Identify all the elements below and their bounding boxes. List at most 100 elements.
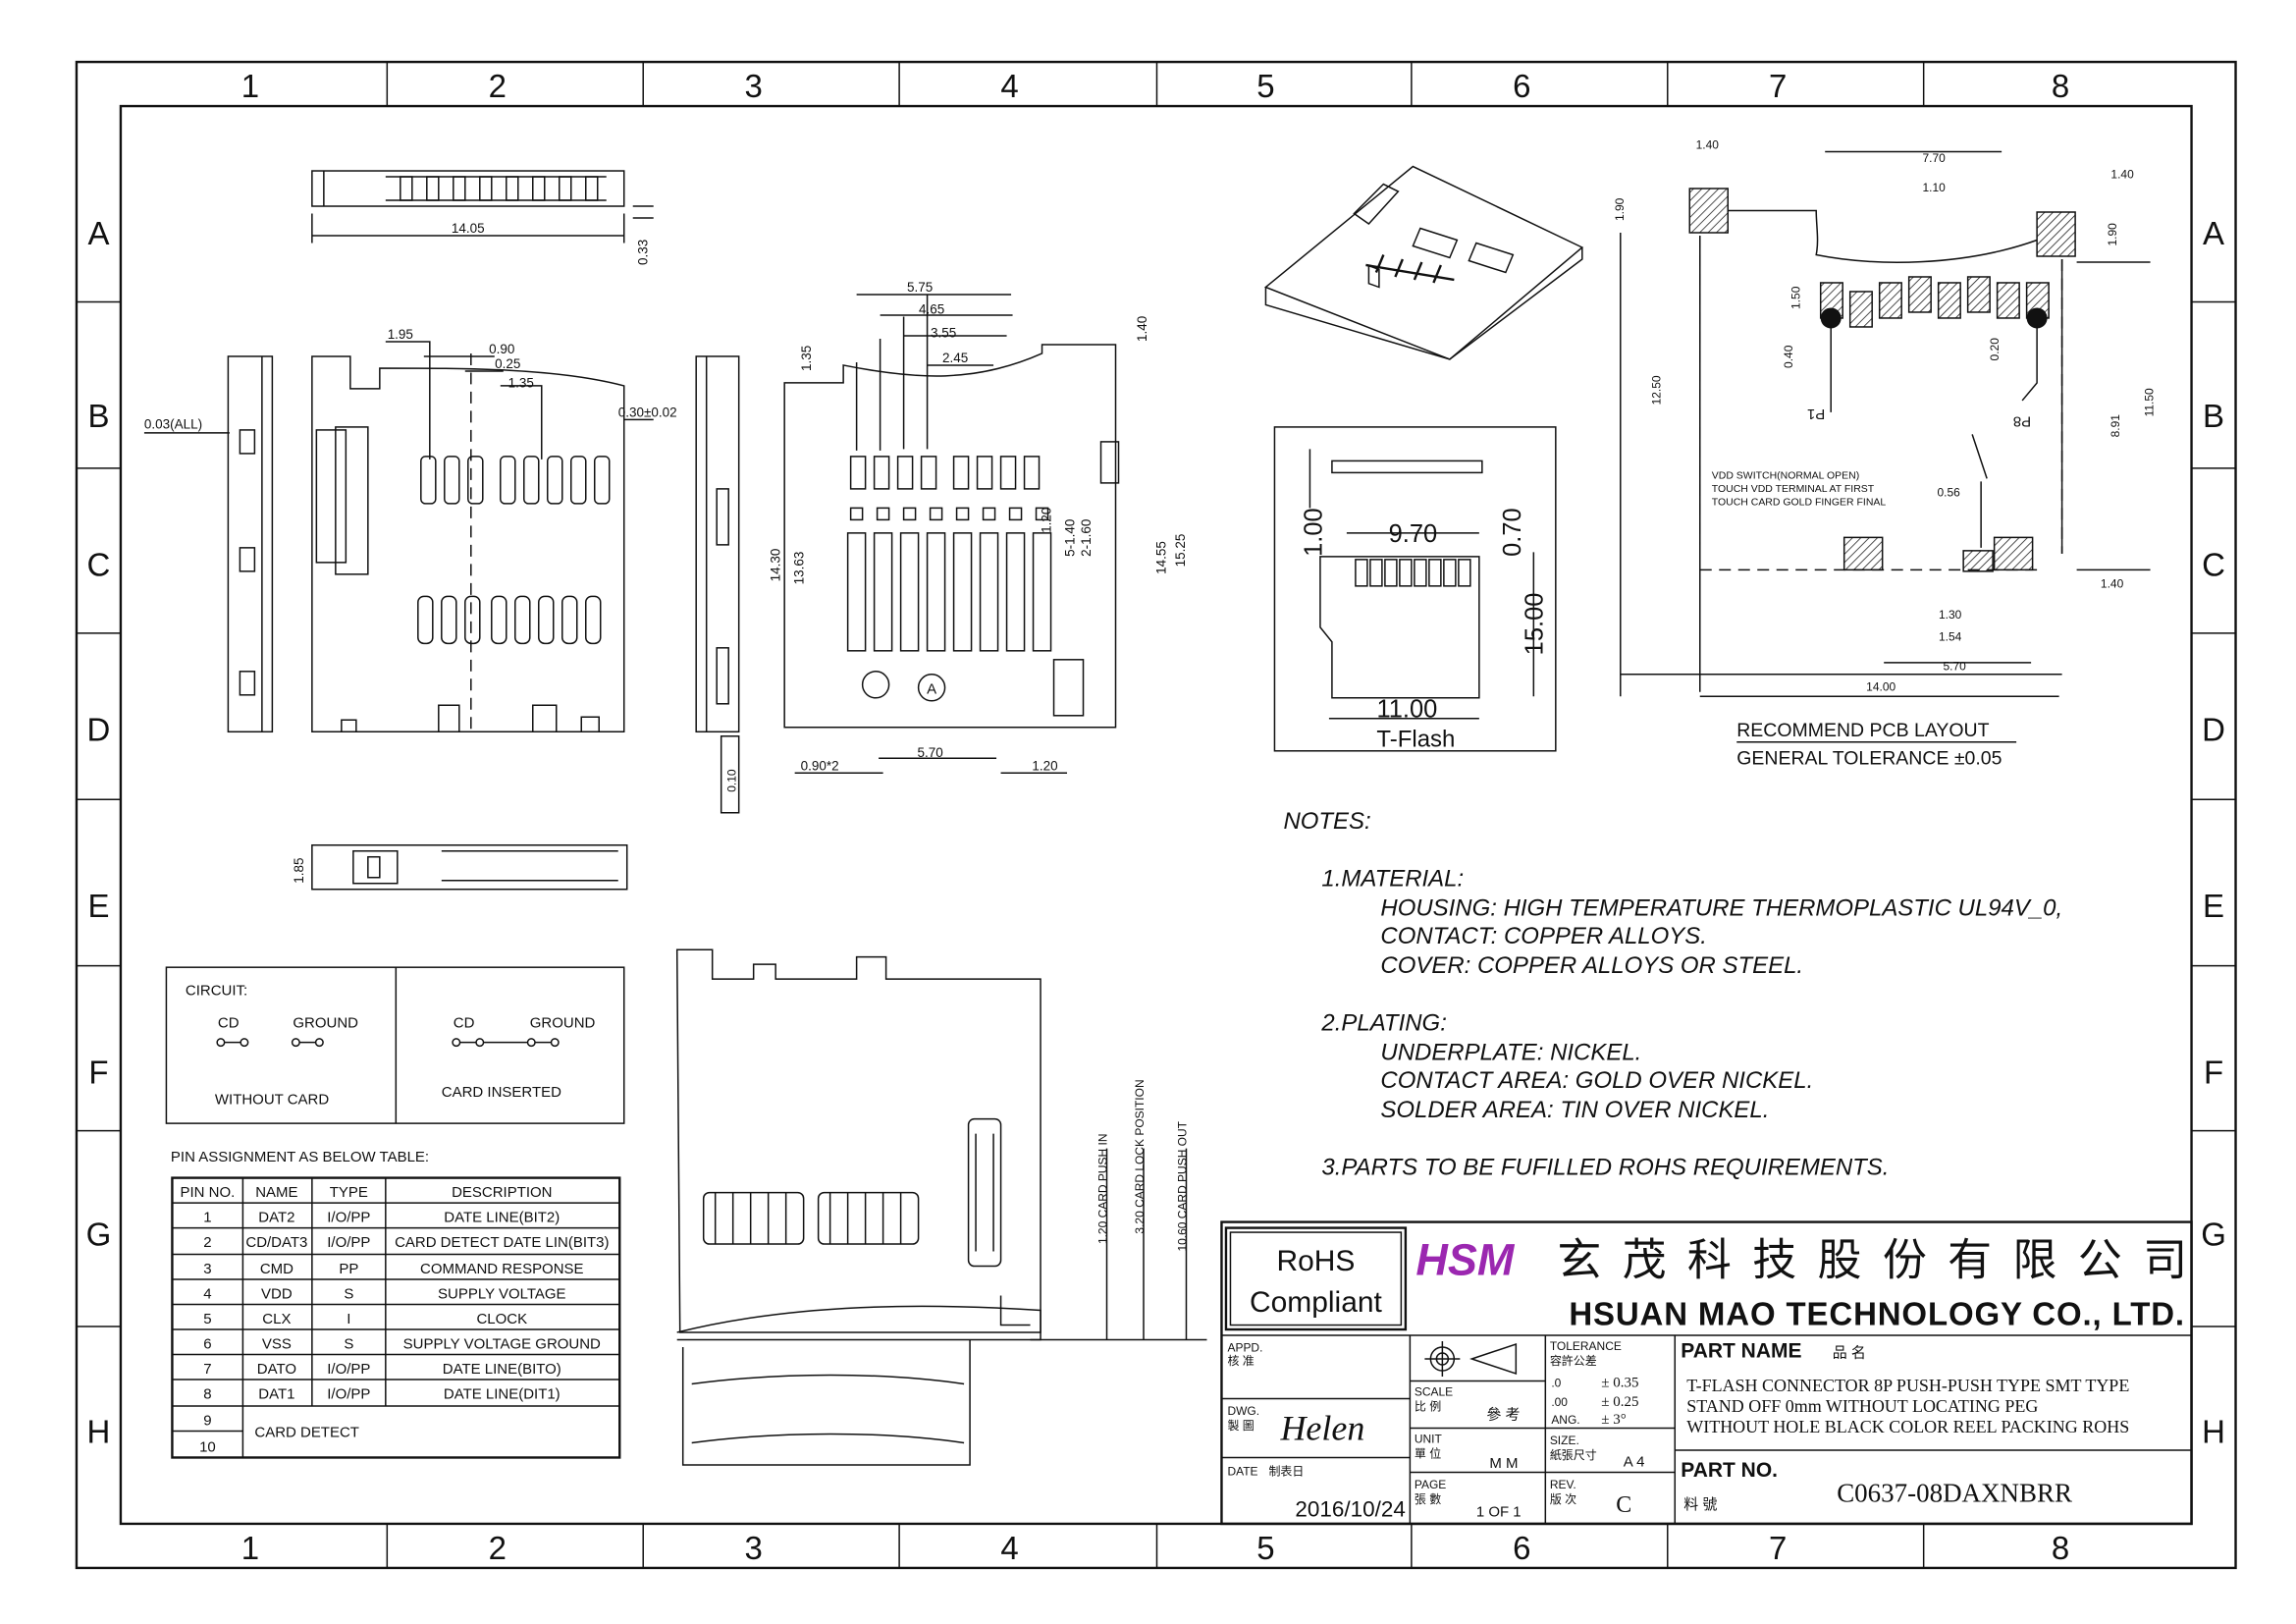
dimension-label: 14.30 xyxy=(769,549,783,582)
dimension-label: 2.45 xyxy=(942,351,968,365)
circuit-title: CIRCUIT: xyxy=(186,983,247,1000)
pin-name: CD/DAT3 xyxy=(245,1234,307,1251)
without-card-label: WITHOUT CARD xyxy=(215,1092,329,1109)
column-label: 6 xyxy=(1513,68,1530,104)
dimension-label: 1.35 xyxy=(508,375,534,390)
row-label: H xyxy=(2202,1413,2225,1449)
pin-label-p1: P1 xyxy=(1807,406,1825,422)
row-label: G xyxy=(86,1217,112,1253)
tolerance-value: ± 3° xyxy=(1601,1412,1626,1428)
dimension-label: 0.90*2 xyxy=(801,758,839,773)
isometric-view xyxy=(1263,165,1584,360)
table-header: PIN NO. xyxy=(181,1184,236,1201)
pin-description: CARD DETECT DATE LIN(BIT3) xyxy=(395,1234,609,1251)
size-label-cn: 紙張尺寸 xyxy=(1550,1447,1597,1462)
pin-number: 2 xyxy=(203,1234,211,1251)
dimension-label: 1.95 xyxy=(388,327,413,342)
tolerance-key: .00 xyxy=(1551,1395,1568,1409)
pin-description: DATE LINE(BIT2) xyxy=(444,1210,560,1226)
dwg-label: DWG. xyxy=(1227,1404,1259,1418)
column-labels-top: 1 2 3 4 5 6 7 8 xyxy=(241,68,2070,104)
dimension-label: 15.00 xyxy=(1521,593,1548,656)
appd-label-cn: 核 准 xyxy=(1227,1354,1254,1368)
dimension-label: 1.40 xyxy=(2110,168,2134,182)
row-label: B xyxy=(2203,398,2224,434)
row-labels-left: A B C D E F G H xyxy=(86,215,112,1449)
part-no-label: PART NO. xyxy=(1681,1459,1778,1482)
pcb-note-line: TOUCH VDD TERMINAL AT FIRST xyxy=(1712,484,1875,495)
row-label: H xyxy=(87,1413,111,1449)
dimension-label: 12.50 xyxy=(1649,375,1663,405)
projection-symbol-icon xyxy=(1424,1341,1518,1378)
note-line: 3.PARTS TO BE FUFILLED ROHS REQUIREMENTS… xyxy=(1321,1155,1889,1181)
pin-description: DATE LINE(DIT1) xyxy=(444,1385,561,1402)
dimension-label: 1.90 xyxy=(2106,223,2119,246)
dimension-label: 1.54 xyxy=(1939,629,1962,643)
pin-number: 10 xyxy=(199,1438,216,1455)
part-no-label-cn: 料 號 xyxy=(1683,1496,1717,1513)
column-label: 7 xyxy=(1769,1530,1787,1566)
size-label: SIZE. xyxy=(1550,1434,1579,1447)
dimension-label: 5-1.40 xyxy=(1063,519,1078,557)
drawing-date: 2016/10/24 xyxy=(1295,1496,1406,1521)
row-label: F xyxy=(2204,1055,2223,1091)
row-label: A xyxy=(2203,215,2224,251)
unit-label-cn: 單 位 xyxy=(1415,1445,1441,1460)
drawn-by-signature: Helen xyxy=(1279,1408,1364,1447)
pin-type: I xyxy=(347,1311,350,1327)
column-label: 2 xyxy=(489,68,507,104)
column-label: 4 xyxy=(1000,68,1018,104)
pin-type: S xyxy=(344,1286,353,1303)
cd-label: CD xyxy=(218,1015,240,1032)
dimension-label: 1.10 xyxy=(1922,181,1946,194)
dimension-label: 0.70 xyxy=(1499,508,1526,557)
circuit-diagram: CIRCUIT: CD GROUND WITHOUT CARD CD GROUN… xyxy=(165,966,625,1124)
dimension-label: 8.91 xyxy=(2109,414,2122,438)
dimension-label: 14.00 xyxy=(1866,679,1896,693)
dimension-label: 2-1.60 xyxy=(1079,519,1094,557)
pin-type: I/O/PP xyxy=(327,1361,370,1378)
front-view: 1.95 0.90 0.25 1.35 0.30±0.02 0.03(ALL) xyxy=(144,327,677,736)
right-side-view: 0.10 xyxy=(695,355,740,814)
pin-name: CLX xyxy=(262,1311,291,1327)
pin-description: DATE LINE(BITO) xyxy=(443,1361,561,1378)
dimension-label: 3.55 xyxy=(931,325,956,340)
row-labels-right: A B C D E F G H xyxy=(2201,215,2226,1449)
pin-type: I/O/PP xyxy=(327,1385,370,1402)
dimension-label: 1.85 xyxy=(292,857,306,883)
pin-number: 6 xyxy=(203,1336,211,1353)
push-out-label: 10.60 CARD PUSH OUT xyxy=(1175,1120,1189,1251)
pin-type: I/O/PP xyxy=(327,1234,370,1251)
part-name-label-cn: 品 名 xyxy=(1833,1345,1866,1362)
column-label: 1 xyxy=(241,1530,259,1566)
rohs-compliant-label: Compliant xyxy=(1250,1286,1383,1319)
open-switch-symbols xyxy=(216,1038,560,1048)
part-number: C0637-08DAXNBRR xyxy=(1837,1478,2072,1507)
column-label: 8 xyxy=(2052,1530,2069,1566)
row-label: B xyxy=(87,398,109,434)
note-line: 2.PLATING: xyxy=(1320,1010,1446,1037)
dimension-label: 0.56 xyxy=(1937,485,1960,499)
page-value: 1 OF 1 xyxy=(1476,1503,1522,1520)
dimension-label: 1.40 xyxy=(1135,316,1149,342)
dimension-label: 0.20 xyxy=(1988,338,2002,361)
table-header: DESCRIPTION xyxy=(452,1184,552,1201)
part-name-line: WITHOUT HOLE BLACK COLOR REEL PACKING RO… xyxy=(1686,1417,2129,1436)
pin-name: VDD xyxy=(261,1286,293,1303)
dimension-label: 1.30 xyxy=(1939,608,1962,622)
column-label: 8 xyxy=(2052,68,2069,104)
pcb-general-tolerance: GENERAL TOLERANCE ±0.05 xyxy=(1736,747,2002,769)
rohs-label: RoHS xyxy=(1276,1245,1355,1277)
pin-description: SUPPLY VOLTAGE xyxy=(438,1286,565,1303)
tolerance-value: ± 0.35 xyxy=(1601,1375,1638,1390)
dimension-label: 13.63 xyxy=(792,552,807,585)
pin-description: SUPPLY VOLTAGE GROUND xyxy=(403,1336,601,1353)
scale-label: SCALE xyxy=(1415,1384,1453,1398)
revision-value: C xyxy=(1616,1492,1631,1518)
row-label: G xyxy=(2201,1217,2226,1253)
notes: NOTES: 1.MATERIAL: HOUSING: HIGH TEMPERA… xyxy=(1283,808,2062,1180)
pin-name: DATO xyxy=(257,1361,296,1378)
unit-value: M M xyxy=(1489,1455,1518,1472)
column-label: 7 xyxy=(1769,68,1787,104)
